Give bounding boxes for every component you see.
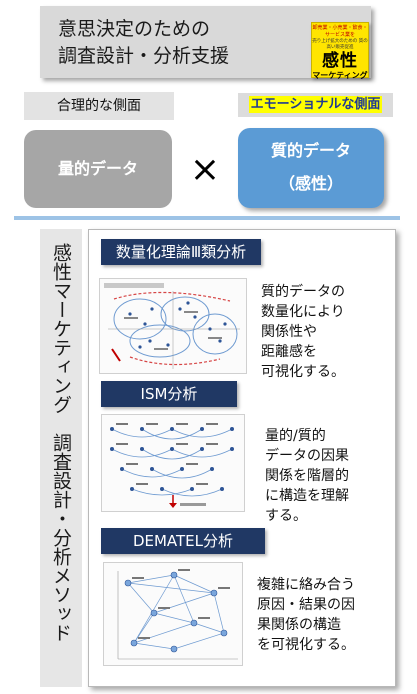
method-description-quantification-iii: 質的データの 数量化により 関係性や 距離感を 可視化する。: [261, 284, 345, 380]
method-header-ism: ISM分析: [101, 381, 237, 407]
book-cover-footer: マーケティング: [312, 71, 368, 80]
method-header-quantification-iii: 数量化理論Ⅲ類分析: [101, 239, 261, 265]
section-divider: [14, 216, 400, 220]
quantitative-data-box: 量的データ: [24, 130, 172, 208]
emotional-aspect-label: エモーショナルな側面: [238, 93, 393, 117]
qualitative-data-box: 質的データ （感性）: [238, 128, 384, 208]
multiply-symbol: ×: [189, 149, 221, 190]
dematel-network-thumbnail: [103, 562, 243, 666]
method-description-dematel: 複雑に絡み合う 原因・結果の因 果関係の構造 を可視化する。: [257, 577, 355, 653]
quantification-map-thumbnail: [99, 278, 247, 374]
rational-aspect-label: 合理的な側面: [24, 92, 174, 120]
dematel-network-diagram: [117, 569, 238, 660]
method-description-ism: 量的/質的 データの因果 関係を階層的 に構造を理解 する。: [265, 428, 349, 524]
methods-vertical-title: 感性マーケティング 調査設計・分析メソッド: [40, 229, 82, 687]
quantification-map-diagram: [104, 283, 240, 369]
qualitative-data-label: 質的データ: [270, 141, 351, 160]
ism-hierarchy-thumbnail: [101, 414, 245, 512]
methods-panel: 数量化理論Ⅲ類分析 質的データの 数量化により 関係性や 距離感を 可視化する。…: [88, 229, 396, 687]
book-cover-subtitle: 売り上げ拡大のための 質の高い販売促進: [312, 39, 368, 50]
header-banner: 意思決定のための 調査設計・分析支援 卸売業・小売業・飲食・サービス業を 売り上…: [40, 6, 371, 80]
book-cover-top-text: 卸売業・小売業・飲食・サービス業を: [312, 25, 368, 38]
book-cover-title: 感性: [322, 51, 358, 71]
book-cover-image: 卸売業・小売業・飲食・サービス業を 売り上げ拡大のための 質の高い販売促進 感性…: [311, 22, 369, 80]
method-header-dematel: DEMATEL分析: [101, 528, 265, 554]
header-title: 意思決定のための 調査設計・分析支援: [58, 18, 230, 67]
emotional-aspect-text: エモーショナルな側面: [248, 96, 383, 113]
sensibility-label: （感性）: [278, 174, 343, 193]
ism-hierarchy-diagram: [110, 423, 234, 508]
